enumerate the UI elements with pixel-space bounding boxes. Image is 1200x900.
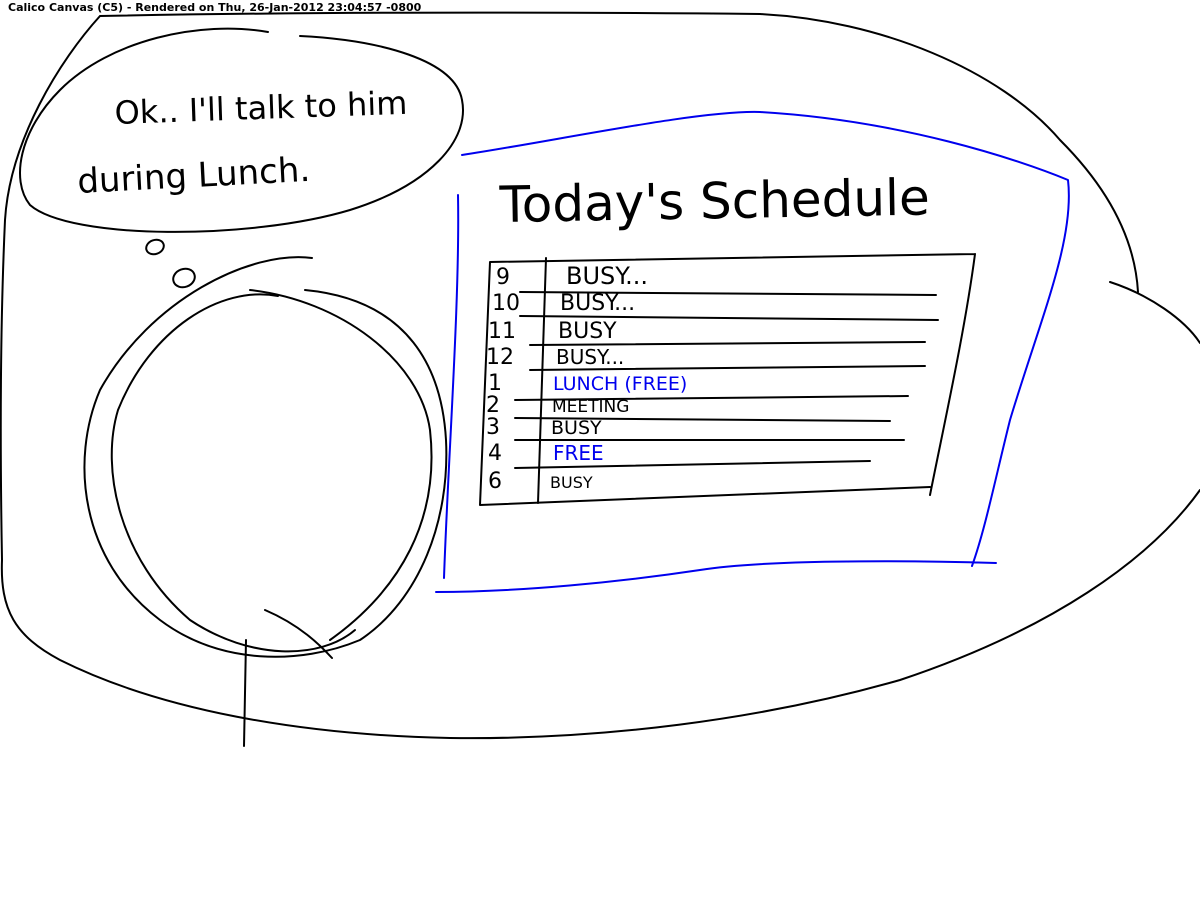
- schedule-table-divider: [537, 257, 547, 504]
- schedule-activity: MEETING: [552, 397, 629, 417]
- bubble-line-2: during Lunch.: [76, 150, 311, 202]
- thought-bubble-dot-2: [172, 267, 196, 289]
- schedule-activity: BUSY...: [566, 262, 648, 290]
- schedule-activity: BUSY: [550, 473, 593, 492]
- schedule-hour: 2: [486, 393, 500, 418]
- schedule-hour: 6: [488, 469, 502, 494]
- window-title: Calico Canvas (C5) - Rendered on Thu, 26…: [8, 1, 422, 14]
- row-line: [514, 417, 891, 422]
- outer-blob-stroke: [0, 11, 1200, 740]
- head-outline-outer: [83, 256, 448, 658]
- thought-bubble-dot-1: [145, 238, 165, 256]
- head-outline-inner: [110, 293, 356, 653]
- schedule-activity: BUSY: [551, 417, 602, 439]
- row-line: [529, 341, 926, 346]
- figure-body-line: [243, 639, 247, 747]
- row-line: [519, 291, 937, 296]
- schedule-hour: 3: [486, 415, 500, 440]
- schedule-activity: BUSY...: [560, 291, 635, 316]
- schedule-hour: 9: [496, 265, 510, 290]
- schedule-row-lines: [514, 291, 939, 469]
- schedule-activity: LUNCH (FREE): [553, 373, 687, 395]
- schedule-activity: BUSY: [558, 319, 617, 344]
- bubble-line-1: Ok.. I'll talk to him: [114, 84, 408, 132]
- row-line: [514, 460, 871, 469]
- schedule-hour: 10: [492, 291, 520, 316]
- row-line: [519, 315, 939, 321]
- row-line: [514, 395, 909, 401]
- schedule-activity: FREE: [553, 441, 604, 465]
- schedule-title: Today's Schedule: [498, 169, 930, 235]
- schedule-hour: 4: [488, 441, 502, 466]
- speech-bubble-outline: [19, 27, 464, 233]
- schedule-hour: 12: [486, 345, 514, 370]
- schedule-hour: 11: [488, 319, 516, 344]
- schedule-activity: BUSY...: [556, 345, 624, 369]
- schedule-table-outline: [479, 253, 976, 506]
- row-line: [529, 365, 926, 371]
- head-outline-arc: [249, 289, 433, 659]
- schedule-hour: 1: [488, 371, 502, 396]
- schedule-board-outline: [435, 110, 1070, 593]
